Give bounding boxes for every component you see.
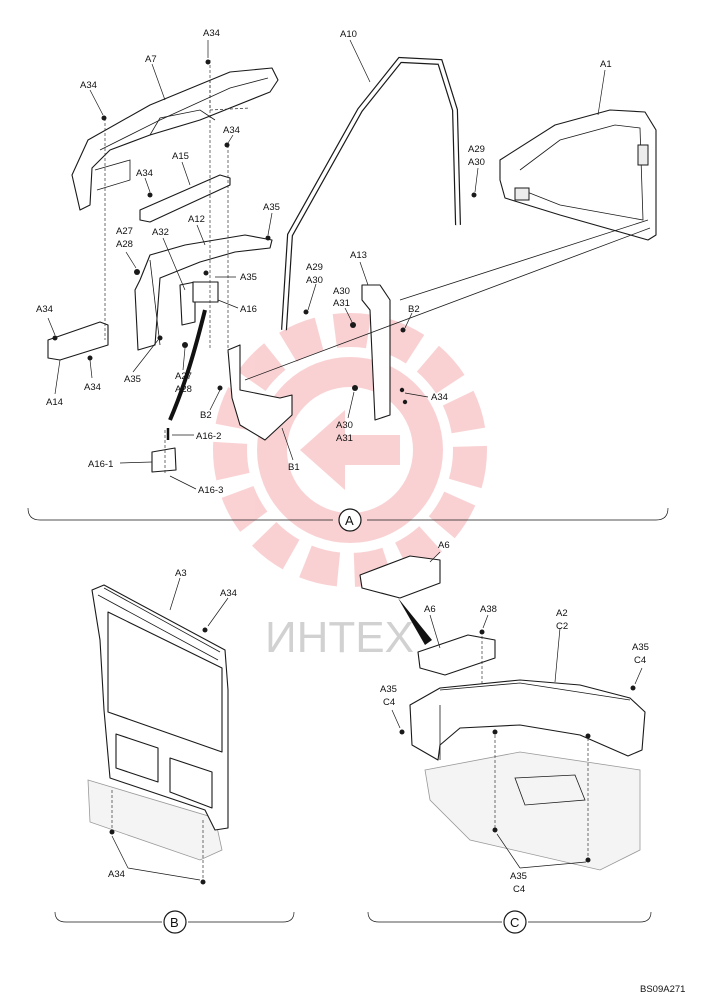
callout-a31: A31 xyxy=(333,298,350,309)
callout-a34-lower-left: A34 xyxy=(36,304,53,315)
part-a2-fender xyxy=(409,679,646,761)
callout-a31b: A31 xyxy=(336,433,353,444)
section-a-marker: A xyxy=(338,508,362,532)
part-a13-pillar xyxy=(361,284,391,421)
callout-b2-left: B2 xyxy=(200,410,212,421)
part-a1-side-panel xyxy=(499,109,657,241)
callout-a16-3: A16-3 xyxy=(198,485,223,496)
callout-c-a35-bottom: A35 xyxy=(510,871,527,882)
section-b-drawing xyxy=(54,577,295,923)
callout-a3: A3 xyxy=(175,568,187,579)
callout-a34-left: A34 xyxy=(80,80,97,91)
part-a6-plate-top xyxy=(359,555,441,599)
callout-b-a34-top: A34 xyxy=(220,588,237,599)
callout-a10: A10 xyxy=(340,29,357,40)
callout-a1: A1 xyxy=(600,59,612,70)
section-b-marker: B xyxy=(163,910,187,934)
part-b1-bracket xyxy=(227,344,293,441)
callout-a2: A2 xyxy=(556,608,568,619)
callout-c-a35-left: A35 xyxy=(380,684,397,695)
section-b-bracket xyxy=(54,911,295,923)
callout-c4-right: C4 xyxy=(634,655,646,666)
callout-c2: C2 xyxy=(556,621,568,632)
callout-a34-right: A34 xyxy=(431,392,448,403)
watermark-logo xyxy=(213,313,487,587)
callout-a6-mid: A6 xyxy=(424,604,436,615)
callout-a32: A32 xyxy=(152,227,169,238)
section-c-bracket xyxy=(367,911,652,923)
section-c-marker: C xyxy=(503,910,527,934)
section-c-callouts: A6 A6 A38 A2 C2 A35 C4 A35 C4 A35 C4 xyxy=(380,540,649,895)
callout-a30c: A30 xyxy=(333,286,350,297)
callout-a34-small: A34 xyxy=(136,168,153,179)
callout-a14: A14 xyxy=(46,397,63,408)
part-gas-strut xyxy=(168,309,207,421)
callout-c4-left: C4 xyxy=(383,697,395,708)
section-a-label: A xyxy=(345,513,354,528)
section-a-callouts: A34 A7 A34 A34 A15 A34 A10 A1 A29 A30 A3… xyxy=(36,28,612,496)
callout-a34-mid: A34 xyxy=(223,125,240,136)
callout-a30: A30 xyxy=(468,157,485,168)
callout-a34-bottom: A34 xyxy=(84,382,101,393)
part-a3-window xyxy=(107,611,223,753)
callout-a28b: A28 xyxy=(175,384,192,395)
callout-a7: A7 xyxy=(145,54,157,65)
section-a-drawing xyxy=(27,39,669,521)
section-b-callouts: A3 A34 A34 xyxy=(108,568,237,880)
section-a-bracket xyxy=(27,507,669,521)
callout-b-a34-bottom: A34 xyxy=(108,869,125,880)
arrow-a6 xyxy=(398,598,432,645)
callout-a35-top: A35 xyxy=(263,202,280,213)
part-a16-hinge xyxy=(192,281,219,303)
callout-a28: A28 xyxy=(116,239,133,250)
part-a32-plate xyxy=(179,281,196,326)
section-b-label: B xyxy=(170,915,179,930)
callout-b1: B1 xyxy=(288,462,300,473)
drawing-code: BS09A271 xyxy=(640,984,685,995)
callout-a6-top: A6 xyxy=(438,540,450,551)
callout-a34-top: A34 xyxy=(203,28,220,39)
callout-c-a35-right: A35 xyxy=(632,642,649,653)
callout-a29: A29 xyxy=(468,144,485,155)
callout-a27: A27 xyxy=(116,226,133,237)
callout-a16-1: A16-1 xyxy=(88,459,113,470)
part-a15-bracket xyxy=(139,174,231,223)
callout-a35-low: A35 xyxy=(124,374,141,385)
callout-a38: A38 xyxy=(480,604,497,615)
section-c-label: C xyxy=(510,915,519,930)
callout-a30b: A30 xyxy=(306,275,323,286)
callout-a30d: A30 xyxy=(336,420,353,431)
callout-a16-2: A16-2 xyxy=(196,431,221,442)
callout-a35-mid: A35 xyxy=(240,272,257,283)
callout-a13: A13 xyxy=(350,250,367,261)
part-b-base-ghost xyxy=(87,779,223,861)
callout-a16: A16 xyxy=(240,304,257,315)
watermark-text: ИНТЕХ xyxy=(265,613,414,662)
part-a14-bracket xyxy=(47,321,109,361)
callout-a29b: A29 xyxy=(306,262,323,273)
part-a16-1-bracket xyxy=(151,447,177,473)
callout-a12: A12 xyxy=(188,214,205,225)
callout-b2-right: B2 xyxy=(408,304,420,315)
part-a12-frame xyxy=(134,234,273,351)
part-c-floor-ghost xyxy=(424,751,641,871)
section-c-drawing xyxy=(359,551,652,923)
callout-c4-bottom: C4 xyxy=(513,884,525,895)
part-a7-roof-cover xyxy=(71,67,279,211)
part-a6-plate-mid xyxy=(417,634,496,676)
callout-a15: A15 xyxy=(172,151,189,162)
callout-a27b: A27 xyxy=(175,371,192,382)
